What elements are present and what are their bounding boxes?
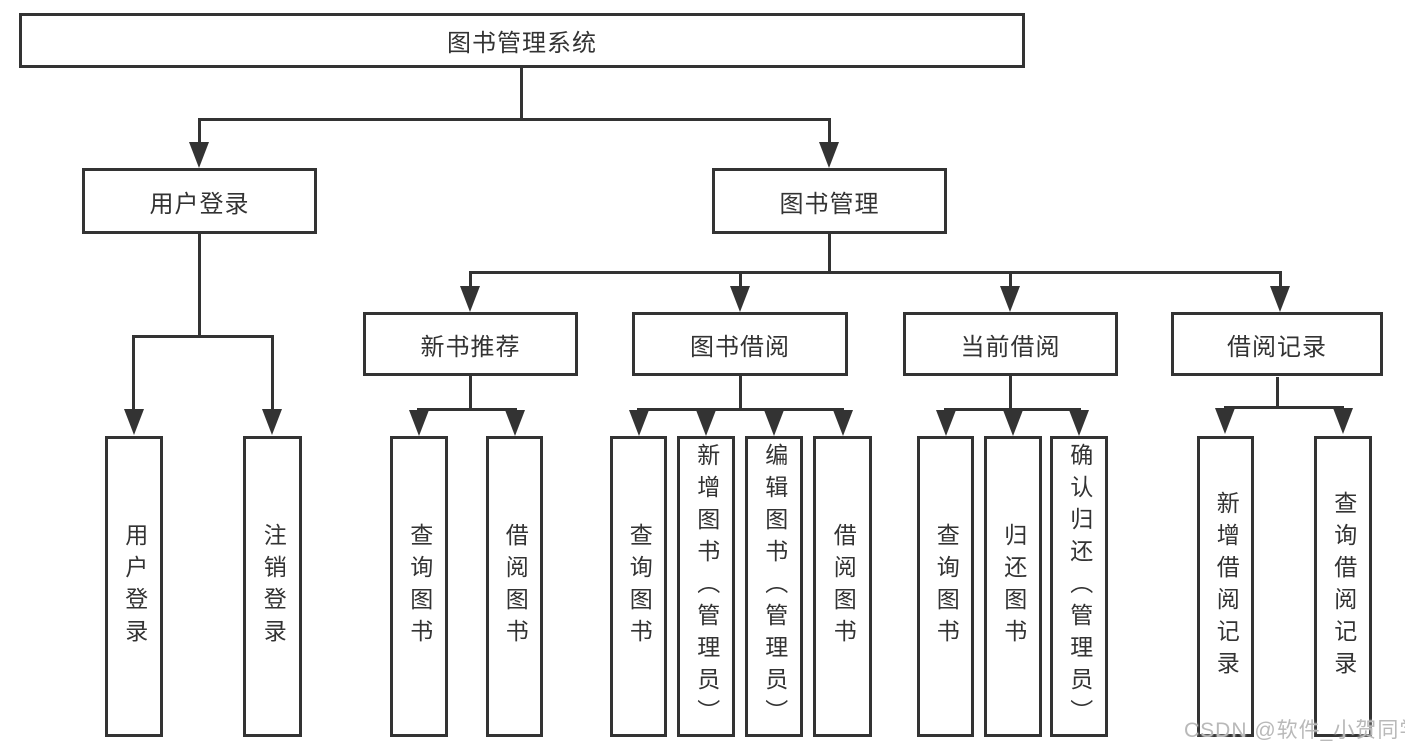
leaf-borrow-books: 借阅图书	[813, 436, 872, 737]
node-user-login: 用户登录	[82, 168, 317, 234]
connector	[944, 408, 1081, 411]
connector	[1009, 271, 1012, 288]
arrow-down	[819, 142, 839, 168]
leaf-confirm-return-admin: 确认归还（管理员）	[1050, 436, 1108, 737]
leaf-label: 查询图书	[933, 522, 960, 651]
node-book-management: 图书管理	[712, 168, 947, 234]
arrow-down	[936, 410, 956, 436]
connector	[198, 234, 201, 337]
leaf-label: 归还图书	[1000, 522, 1027, 651]
leaf-edit-books-admin: 编辑图书（管理员）	[745, 436, 803, 737]
node-label: 图书管理	[779, 190, 880, 218]
leaf-label: 借阅图书	[830, 522, 857, 651]
arrow-down	[262, 409, 282, 435]
leaf-query-books-current: 查询图书	[917, 436, 974, 737]
leaf-borrow-books-recommend: 借阅图书	[486, 436, 543, 737]
node-label: 当前借阅	[960, 333, 1061, 361]
node-new-book-recommend: 新书推荐	[363, 312, 578, 376]
arrow-down	[1333, 408, 1353, 434]
leaf-label: 用户登录	[121, 522, 148, 651]
node-current-borrow: 当前借阅	[903, 312, 1118, 376]
connector	[1009, 376, 1012, 410]
connector	[637, 408, 844, 411]
connector	[828, 234, 831, 273]
leaf-label: 查询图书	[406, 522, 433, 651]
connector	[198, 118, 831, 121]
connector	[417, 408, 517, 411]
arrow-down	[764, 410, 784, 436]
connector	[1276, 377, 1279, 408]
arrow-down	[124, 409, 144, 435]
connector	[469, 271, 1282, 274]
leaf-return-books: 归还图书	[984, 436, 1042, 737]
arrow-down	[505, 410, 525, 436]
arrow-down	[730, 286, 750, 312]
arrow-down	[189, 142, 209, 168]
node-book-borrow: 图书借阅	[632, 312, 848, 376]
leaf-query-books-borrow: 查询图书	[610, 436, 667, 737]
node-root: 图书管理系统	[19, 13, 1025, 68]
csdn-watermark: CSDN @软件_小贺同学	[1184, 719, 1405, 742]
connector	[520, 68, 523, 118]
arrow-down	[696, 410, 716, 436]
connector	[469, 376, 472, 410]
connector	[271, 335, 274, 411]
node-borrow-records: 借阅记录	[1171, 312, 1383, 376]
node-label: 借阅记录	[1227, 333, 1327, 361]
connector	[739, 376, 742, 410]
arrow-down	[409, 410, 429, 436]
arrow-down	[1215, 408, 1235, 434]
leaf-query-books-recommend: 查询图书	[390, 436, 448, 737]
connector	[1224, 406, 1344, 409]
leaf-label: 编辑图书（管理员）	[761, 442, 788, 731]
arrow-down	[1270, 286, 1290, 312]
connector	[132, 335, 274, 338]
arrow-down	[1069, 410, 1089, 436]
node-label: 用户登录	[149, 190, 250, 218]
connector	[1279, 271, 1282, 288]
connector	[198, 118, 201, 144]
connector	[132, 335, 135, 411]
arrow-down	[1000, 286, 1020, 312]
node-label: 图书借阅	[690, 333, 790, 361]
leaf-label: 确认归还（管理员）	[1066, 442, 1093, 731]
arrow-down	[1003, 410, 1023, 436]
connector	[828, 118, 831, 144]
leaf-label: 借阅图书	[502, 522, 529, 651]
leaf-add-books-admin: 新增图书（管理员）	[677, 436, 735, 737]
connector	[739, 271, 742, 288]
leaf-user-login: 用户登录	[105, 436, 163, 737]
arrow-down	[833, 410, 853, 436]
leaf-label: 新增借阅记录	[1213, 490, 1240, 683]
arrow-down	[629, 410, 649, 436]
leaf-label: 查询借阅记录	[1330, 490, 1357, 683]
node-root-label: 图书管理系统	[447, 30, 597, 57]
leaf-add-borrow-record: 新增借阅记录	[1197, 436, 1254, 737]
leaf-logout: 注销登录	[243, 436, 302, 737]
leaf-label: 查询图书	[626, 522, 653, 651]
leaf-label: 注销登录	[260, 522, 287, 651]
leaf-query-borrow-record: 查询借阅记录	[1314, 436, 1372, 737]
connector	[469, 271, 472, 288]
arrow-down	[460, 286, 480, 312]
node-label: 新书推荐	[420, 333, 521, 361]
leaf-label: 新增图书（管理员）	[693, 442, 720, 731]
